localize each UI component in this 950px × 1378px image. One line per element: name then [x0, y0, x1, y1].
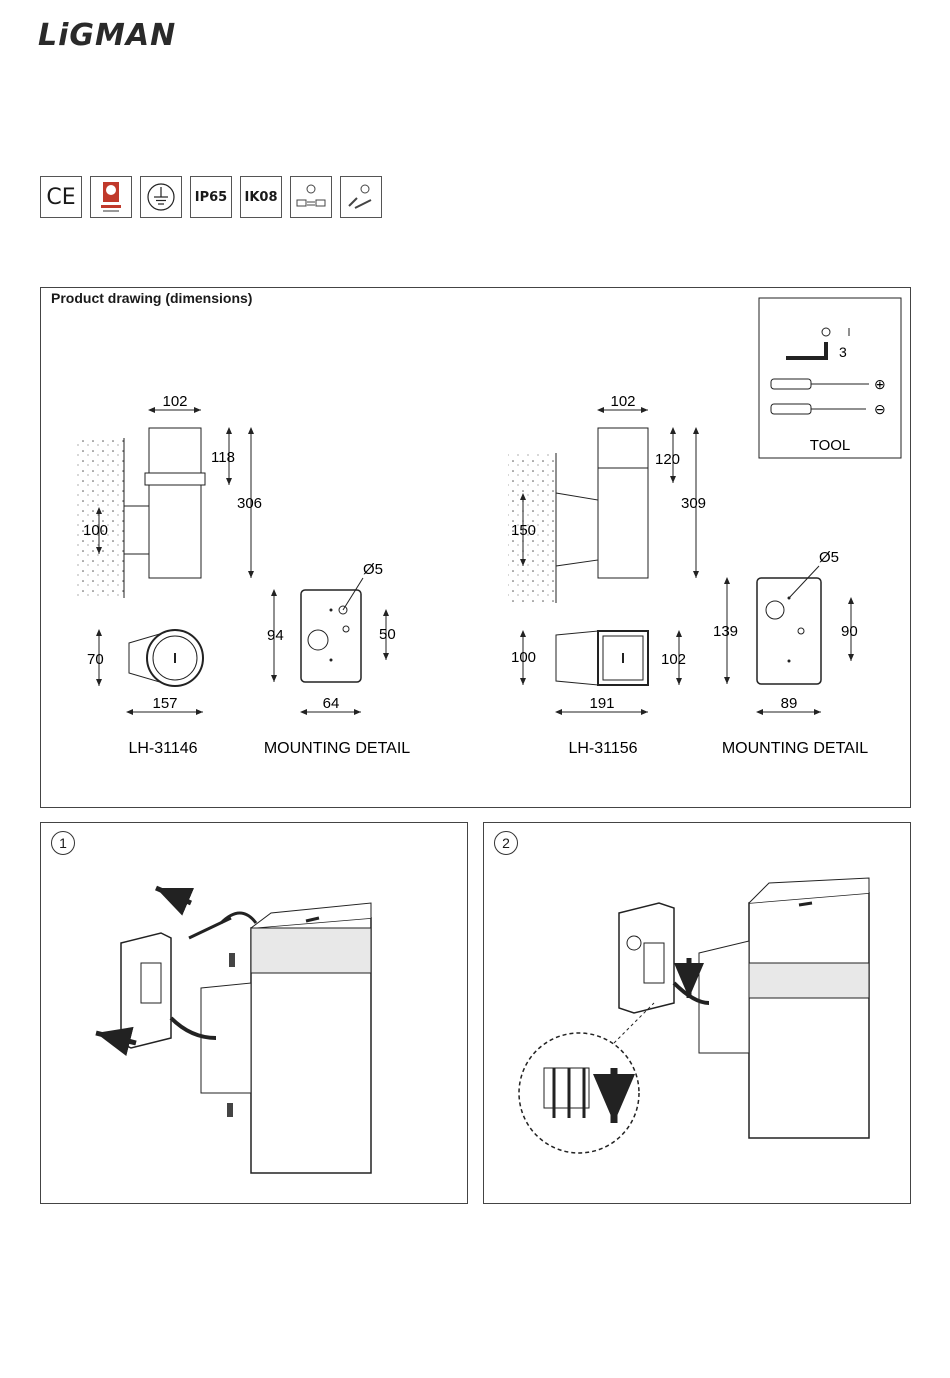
model-b-top-view: 100 102 191: [511, 631, 686, 712]
ce-mark-icon: CE: [40, 176, 82, 218]
model-a-hole-diameter: Ø5: [363, 561, 383, 578]
dimension-drawing: 102 118 306 100 70 157: [41, 288, 912, 809]
model-a-name: LH-31146: [128, 740, 197, 757]
model-b-width: 102: [610, 393, 635, 410]
step-2-illustration: [484, 823, 912, 1205]
model-b-hole-diameter: Ø5: [819, 549, 839, 566]
model-b-hole-spacing: 90: [841, 623, 858, 640]
certification-icons: CE IP65 IK08: [40, 176, 382, 218]
step-1-illustration: [41, 823, 469, 1205]
model-b-depth-height: 100: [511, 649, 536, 666]
model-b-total-height: 309: [681, 495, 706, 512]
model-b-plate-height: 139: [713, 623, 738, 640]
tool-box: 3 ⊕ ⊖ TOOL: [759, 298, 901, 458]
model-a-mounting-plate: 94 50 64 Ø5: [267, 561, 396, 712]
ik-rating-icon: IK08: [240, 176, 282, 218]
tool-label: TOOL: [810, 437, 851, 454]
model-b-arm-height: 150: [511, 522, 536, 539]
earth-symbol-icon: [140, 176, 182, 218]
ligman-logo: LiGMAN: [38, 18, 176, 53]
step-2-panel: 2: [483, 822, 911, 1204]
tool-minus-symbol: ⊖: [874, 401, 886, 417]
model-a-side-view: 102 118 306 100: [74, 393, 262, 598]
model-b-plate-width: 89: [781, 695, 798, 712]
model-b-depth-width: 102: [661, 651, 686, 668]
model-b-depth-length: 191: [589, 695, 614, 712]
model-b-mounting-plate: 139 90 89 Ø5: [713, 549, 858, 712]
model-b-head-height: 120: [655, 451, 680, 468]
model-a-arm-height: 100: [83, 522, 108, 539]
model-a-mounting-label: MOUNTING DETAIL: [264, 740, 410, 757]
model-a-top-view: 70 157: [87, 630, 203, 712]
model-b-name: LH-31156: [568, 740, 637, 757]
model-a-head-height: 118: [211, 449, 235, 466]
maintenance-info-icon: [340, 176, 382, 218]
product-drawing-panel: Product drawing (dimensions) 102 118: [40, 287, 911, 808]
installer-info-icon: [290, 176, 332, 218]
model-b-mounting-label: MOUNTING DETAIL: [722, 740, 868, 757]
model-a-plate-height: 94: [267, 627, 284, 644]
step-1-panel: 1: [40, 822, 468, 1204]
model-a-hole-spacing: 50: [379, 626, 396, 643]
model-a-plate-width: 64: [323, 695, 340, 712]
hex-key-size: 3: [839, 344, 847, 360]
model-a-depth-height: 70: [87, 651, 104, 668]
quality-seal-icon: [90, 176, 132, 218]
model-a-depth-length: 157: [152, 695, 177, 712]
model-a-total-height: 306: [237, 495, 262, 512]
tool-plus-symbol: ⊕: [874, 376, 886, 392]
ip-rating-icon: IP65: [190, 176, 232, 218]
model-b-side-view: 102 120 309 150: [508, 393, 706, 603]
model-a-width: 102: [162, 393, 187, 410]
